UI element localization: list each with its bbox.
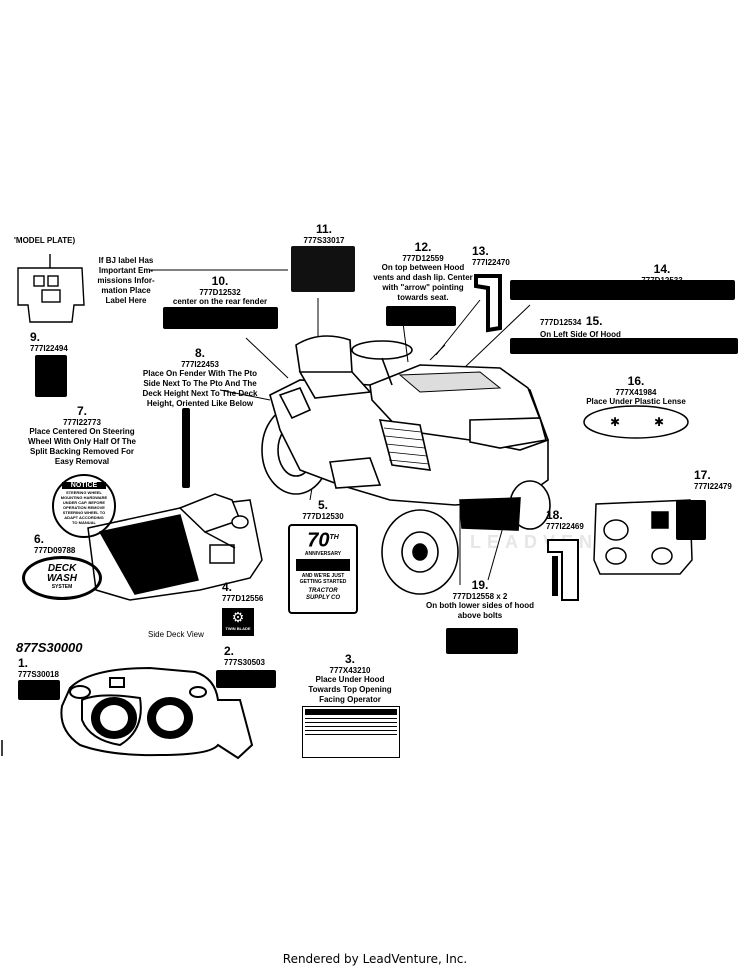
model-plate-label: 'MODEL PLATE): [14, 236, 76, 245]
side-deck-view-label: Side Deck View: [148, 630, 204, 639]
callout-18: 18. 777I22469: [546, 508, 584, 531]
decal-8-block: [182, 408, 190, 488]
callout-1: 1. 777S30018: [18, 656, 59, 679]
decal-15-block: [510, 338, 738, 354]
side-deck-drawing: [87, 493, 263, 601]
deck-kit-title: 877S30000: [16, 640, 83, 655]
decal-2-block: [216, 670, 276, 688]
model-plate-drawing: [17, 254, 85, 323]
decal-1-block: [18, 680, 60, 700]
callout-5: 5. 777D12530: [302, 498, 344, 521]
decal-11-block: [291, 246, 355, 292]
footer-credit: Rendered by LeadVenture, Inc.: [282, 952, 468, 966]
callout-9: 9. 777I22494: [30, 330, 68, 353]
decal-3-table: [302, 706, 400, 758]
callout-16: 16. 777X41984 Place Under Plastic Lense: [586, 374, 686, 406]
callout-6: 6. 777D09788: [34, 532, 76, 555]
decal-17-block: [676, 500, 706, 540]
bracket-decal-18: [547, 539, 579, 601]
dash-panel-drawing: [593, 499, 693, 575]
callout-15: 777D12534 15. On Left Side Of Hood: [540, 314, 621, 339]
tractor-drawing: [261, 335, 551, 595]
callout-8: 8. 777I22453 Place On Fender With The Pt…: [142, 346, 258, 408]
bracket-decal-13: [474, 274, 502, 333]
decal-14-block: [510, 280, 735, 300]
mower-deck-drawing: [60, 666, 254, 760]
callout-14: 14. 777D12533 On Right Side Of Hood: [618, 262, 706, 294]
twin-blade-decal: ⚙ TWIN BLADE: [222, 608, 254, 636]
decal-19-block: [446, 628, 518, 654]
decal-9-block: [35, 355, 67, 397]
callout-13: 13. 777I22470: [472, 244, 510, 267]
callout-10: 10. 777D12532 center on the rear fender: [172, 274, 268, 306]
callout-4: 4. 777D12556: [222, 580, 264, 603]
callout-17: 17. 777I22479: [694, 468, 732, 491]
svg-text:✱: ✱: [654, 415, 664, 429]
svg-text:✱: ✱: [610, 415, 620, 429]
callout-2: 2. 777S30503: [224, 644, 265, 667]
callout-19: 19. 777D12558 x 2 On both lower sides of…: [426, 578, 534, 620]
callout-11: 11. 777S33017: [303, 222, 345, 245]
decal-12-block: [386, 306, 456, 326]
decal-10-block: [163, 307, 278, 329]
lens-decal-16: ✱ ✱: [583, 405, 689, 439]
deck-wash-decal: DECK WASH SYSTEM: [22, 556, 102, 600]
